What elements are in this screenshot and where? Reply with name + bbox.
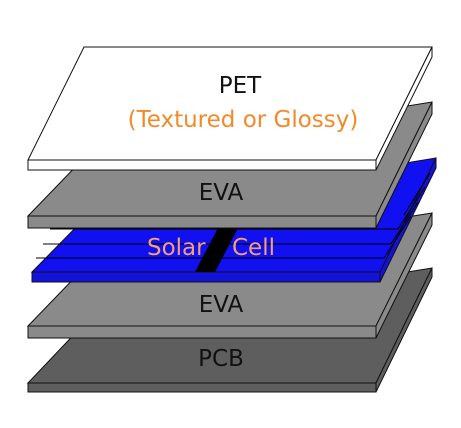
- pet-side-edge: [375, 46, 433, 171]
- layer-pet: PET (Textured or Glossy): [27, 46, 433, 171]
- pet-sublabel: (Textured or Glossy): [128, 107, 359, 133]
- solar-strip: [195, 228, 238, 272]
- solar-gridline: [403, 172, 431, 216]
- eva-upper-side-edge: [375, 101, 433, 229]
- eva-upper-front-edge: [27, 215, 377, 229]
- solar-gridline: [383, 215, 412, 259]
- eva-lower-front-edge: [27, 325, 377, 339]
- solar-front-edge: [31, 271, 381, 283]
- eva-lower-side-edge: [375, 212, 433, 339]
- pet-front-edge: [27, 159, 377, 171]
- pet-top-face: [27, 46, 433, 161]
- pet-label: PET: [219, 73, 262, 99]
- solar-label-left: Solar: [147, 235, 206, 261]
- eva-lower-label: EVA: [199, 292, 244, 318]
- solar-gridline: [397, 186, 426, 230]
- solar-gridline: [390, 201, 419, 245]
- pcb-front-edge: [27, 382, 377, 393]
- solar-label-right: Cell: [232, 235, 275, 261]
- eva-upper-label: EVA: [199, 180, 244, 206]
- pcb-side-edge: [375, 267, 433, 393]
- pcb-label: PCB: [198, 346, 244, 372]
